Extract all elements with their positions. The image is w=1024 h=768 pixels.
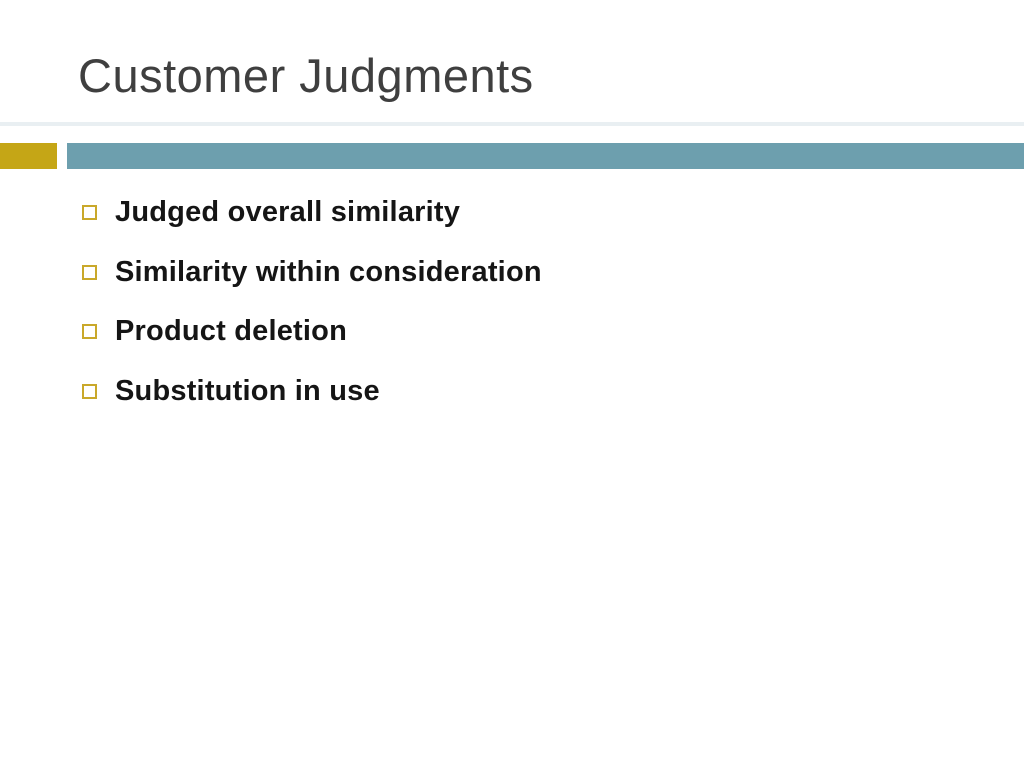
bullet-square-icon	[82, 323, 97, 339]
bullet-square-icon	[82, 264, 97, 280]
bullet-text: Substitution in use	[115, 374, 380, 407]
list-item: Substitution in use	[82, 372, 380, 410]
bullet-text: Similarity within consideration	[115, 255, 542, 288]
bullet-text: Judged overall similarity	[115, 195, 461, 228]
gold-accent-block	[0, 143, 57, 169]
list-item: Judged overall similarity	[82, 193, 460, 231]
bullet-square-icon	[82, 383, 97, 399]
slide-title: Customer Judgments	[78, 49, 534, 102]
list-item: Product deletion	[82, 312, 347, 350]
list-item: Similarity within consideration	[82, 253, 542, 291]
teal-accent-bar	[67, 143, 1024, 169]
bullet-text: Product deletion	[115, 314, 347, 347]
divider-line	[0, 122, 1024, 126]
bullet-square-icon	[82, 204, 97, 220]
